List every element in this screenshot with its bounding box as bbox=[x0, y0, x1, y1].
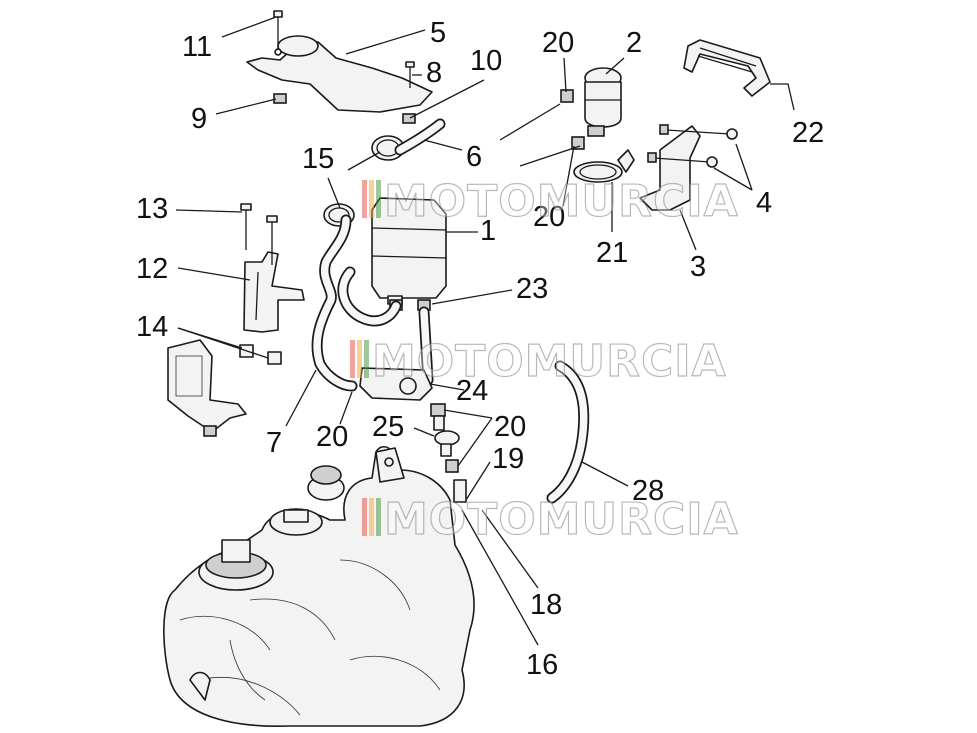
screw-8 bbox=[405, 61, 415, 88]
bracket-3 bbox=[639, 125, 701, 211]
callout-22: 22 bbox=[792, 117, 824, 149]
fuel-tank bbox=[163, 445, 475, 727]
bracket-12 bbox=[243, 251, 305, 333]
clamp-21 bbox=[573, 149, 635, 183]
callout-10: 10 bbox=[470, 45, 502, 77]
callout-15: 15 bbox=[302, 143, 334, 175]
watermark-top: MOTOMURCIA bbox=[362, 175, 739, 228]
svg-text:MOTOMURCIA: MOTOMURCIA bbox=[372, 336, 727, 387]
callout-24: 24 bbox=[456, 375, 488, 407]
callouts: 11 5 8 10 9 20 2 22 15 6 13 1 20 21 4 3 … bbox=[136, 17, 824, 681]
callout-9: 9 bbox=[191, 103, 207, 135]
valve-body-24 bbox=[359, 367, 433, 401]
callout-20: 20 bbox=[494, 411, 526, 443]
strap-22 bbox=[683, 39, 771, 97]
leader-lines bbox=[175, 16, 795, 646]
watermark-bottom: MOTOMURCIA bbox=[362, 493, 739, 546]
svg-text:MOTOMURCIA: MOTOMURCIA bbox=[384, 176, 739, 227]
nut-10 bbox=[402, 113, 416, 124]
callout-20: 20 bbox=[533, 201, 565, 233]
callout-19: 19 bbox=[492, 443, 524, 475]
callout-20: 20 bbox=[542, 27, 574, 59]
bolts-4 bbox=[647, 124, 738, 168]
filter-2 bbox=[560, 67, 622, 137]
callout-18: 18 bbox=[530, 589, 562, 621]
callout-14: 14 bbox=[136, 311, 168, 343]
callout-3: 3 bbox=[690, 251, 706, 283]
screw-11 bbox=[273, 10, 283, 50]
callout-23: 23 bbox=[516, 273, 548, 305]
callout-25: 25 bbox=[372, 411, 404, 443]
plate-bracket bbox=[167, 339, 247, 437]
callout-8: 8 bbox=[426, 57, 442, 89]
callout-2: 2 bbox=[626, 27, 642, 59]
callout-13: 13 bbox=[136, 193, 168, 225]
callout-16: 16 bbox=[526, 649, 558, 681]
callout-7: 7 bbox=[266, 427, 282, 459]
callout-6: 6 bbox=[466, 141, 482, 173]
callout-20: 20 bbox=[316, 421, 348, 453]
callout-1: 1 bbox=[480, 215, 496, 247]
hoses bbox=[311, 118, 590, 504]
svg-text:MOTOMURCIA: MOTOMURCIA bbox=[384, 494, 739, 545]
clip-20b bbox=[571, 136, 585, 150]
callout-21: 21 bbox=[596, 237, 628, 269]
tank-cover-5 bbox=[246, 35, 433, 113]
callout-12: 12 bbox=[136, 253, 168, 285]
callout-11: 11 bbox=[182, 31, 212, 63]
callout-28: 28 bbox=[632, 475, 664, 507]
grommets-14 bbox=[239, 344, 282, 365]
callout-5: 5 bbox=[430, 17, 446, 49]
clip-9 bbox=[273, 93, 287, 104]
callout-4: 4 bbox=[756, 187, 772, 219]
screws-13 bbox=[240, 203, 278, 265]
watermark-middle: MOTOMURCIA bbox=[350, 335, 727, 388]
valve-25 bbox=[430, 403, 467, 503]
